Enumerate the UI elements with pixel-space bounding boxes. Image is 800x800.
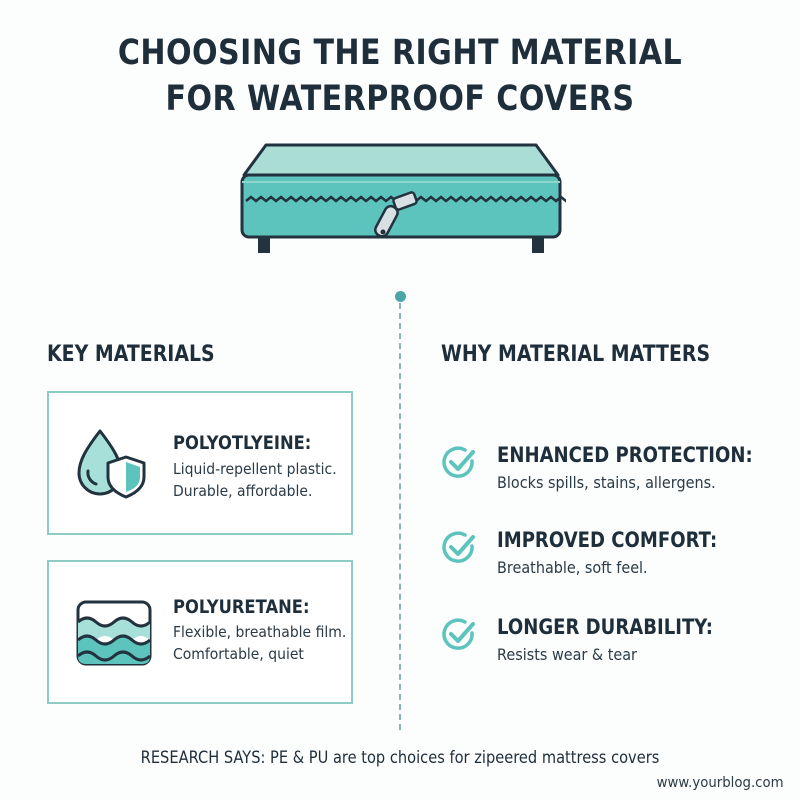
benefit-title: LONGER DURABILITY: xyxy=(497,615,713,639)
research-footnote: RESEARCH SAYS: PE & PU are top choices f… xyxy=(140,748,660,768)
zippered-mattress-illustration xyxy=(240,143,566,253)
check-circle-icon xyxy=(442,531,475,563)
material-description: Flexible, breathable film. Comfortable, … xyxy=(173,623,347,663)
why-material-matters-heading: WHY MATERIAL MATTERS xyxy=(441,342,711,367)
material-card-polyethylene: POLYOTLYEINE: Liquid-repellent plastic. … xyxy=(47,391,353,535)
benefit-description: Breathable, soft feel. xyxy=(497,558,648,577)
benefit-longer-durability: LONGER DURABILITY: Resists wear & tear xyxy=(441,615,781,677)
benefit-title: IMPROVED COMFORT: xyxy=(497,528,718,552)
check-circle-icon xyxy=(442,618,475,650)
wavy-layers-icon xyxy=(76,600,152,666)
check-circle-icon xyxy=(442,446,475,478)
material-card-polyurethane: POLYURETANE: Flexible, breathable film. … xyxy=(47,560,353,704)
page-title: CHOOSING THE RIGHT MATERIAL FOR WATERPRO… xyxy=(56,30,744,122)
benefit-enhanced-protection: ENHANCED PROTECTION: Blocks spills, stai… xyxy=(441,443,781,505)
site-url[interactable]: www.yourblog.com xyxy=(657,775,784,791)
material-description: Liquid-repellent plastic. Durable, affor… xyxy=(173,460,337,500)
title-line-2: FOR WATERPROOF COVERS xyxy=(165,79,635,119)
water-drop-shield-icon xyxy=(77,429,146,499)
column-divider xyxy=(399,303,401,730)
benefit-title: ENHANCED PROTECTION: xyxy=(497,443,753,467)
benefit-description: Blocks spills, stains, allergens. xyxy=(497,473,716,492)
benefit-improved-comfort: IMPROVED COMFORT: Breathable, soft feel. xyxy=(441,528,781,590)
key-materials-heading: KEY MATERIALS xyxy=(47,342,215,367)
benefit-description: Resists wear & tear xyxy=(497,645,637,664)
material-name: POLYOTLYEINE: xyxy=(173,432,312,454)
divider-dot xyxy=(395,291,406,302)
title-line-1: CHOOSING THE RIGHT MATERIAL xyxy=(117,33,683,73)
material-name: POLYURETANE: xyxy=(173,596,310,618)
